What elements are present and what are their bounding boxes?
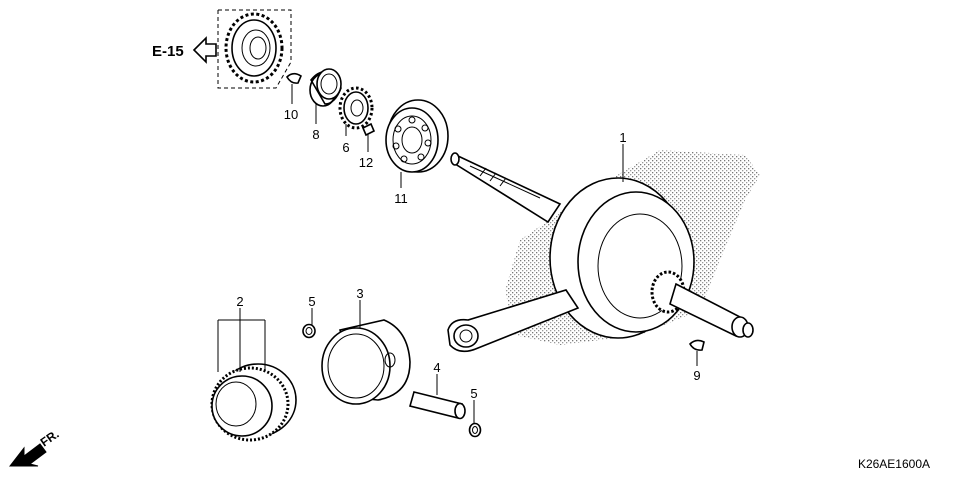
callout-12: 12 bbox=[359, 155, 373, 170]
piston-ring-set-2 bbox=[210, 363, 297, 442]
callout-3: 3 bbox=[356, 286, 363, 301]
callout-11: 11 bbox=[394, 191, 408, 206]
callout-5-left: 5 bbox=[308, 294, 315, 309]
piston-pin-4 bbox=[409, 391, 466, 420]
reference-gear-icon bbox=[224, 12, 284, 84]
woodruff-key-10 bbox=[286, 72, 303, 84]
callout-2: 2 bbox=[236, 294, 243, 309]
callout-6: 6 bbox=[342, 140, 349, 155]
callout-4: 4 bbox=[433, 360, 440, 375]
diagram-code: K26AE1600A bbox=[858, 457, 930, 471]
callout-10: 10 bbox=[284, 107, 298, 122]
e15-reference-group: E-15 bbox=[152, 9, 292, 89]
piston-3 bbox=[321, 319, 411, 405]
callout-5-right: 5 bbox=[470, 386, 477, 401]
ball-bearing-11 bbox=[385, 99, 449, 173]
circlip-5-left bbox=[302, 323, 316, 339]
circlip-5-right bbox=[468, 422, 482, 438]
bushing-8 bbox=[309, 68, 342, 107]
pin-12 bbox=[361, 122, 376, 137]
section-reference-label: E-15 bbox=[152, 43, 184, 60]
left-arrow-icon bbox=[192, 36, 217, 64]
front-direction-marker: FR. bbox=[8, 427, 62, 467]
callout-1: 1 bbox=[619, 130, 626, 145]
leader-lines bbox=[217, 84, 698, 424]
front-arrow-icon bbox=[8, 443, 47, 467]
crankshaft-1 bbox=[447, 150, 760, 353]
woodruff-key-9 bbox=[689, 339, 705, 351]
gear-sprocket-6 bbox=[338, 86, 374, 130]
callout-9: 9 bbox=[693, 368, 700, 383]
callout-8: 8 bbox=[312, 127, 319, 142]
